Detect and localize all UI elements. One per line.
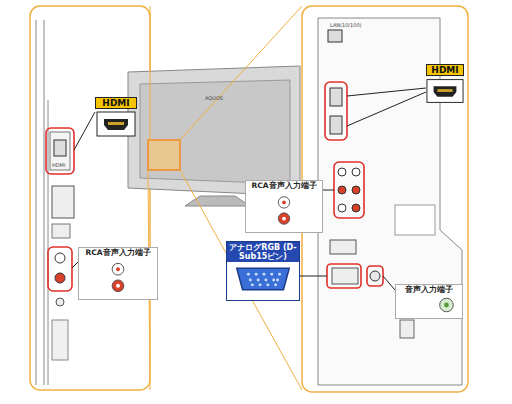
callout-box: RCA音声入力端子 xyxy=(78,247,158,300)
slot xyxy=(52,320,68,360)
panel-print: LAN(10/100) xyxy=(330,22,362,28)
callout-label: RCA音声入力端子 xyxy=(246,181,322,192)
leader-line xyxy=(72,112,95,268)
port-highlight xyxy=(325,82,347,140)
notice-plate xyxy=(395,205,435,235)
dsub-port xyxy=(332,268,358,284)
jack xyxy=(56,298,64,306)
right-panel-frame xyxy=(302,6,468,392)
callout-label: アナログRGB (D-Sub15ピン) xyxy=(227,242,299,262)
tv-back-panel xyxy=(140,80,290,184)
hdmi-port xyxy=(330,116,342,134)
terminal-area-highlight xyxy=(148,140,180,170)
callout-label: 音声入力端子 xyxy=(396,285,462,296)
audio-jack-icon xyxy=(396,296,462,314)
hdmi-port-housing xyxy=(50,132,70,170)
callout-label: HDMI xyxy=(95,97,137,109)
left-panel-frame xyxy=(30,6,150,390)
port-highlight xyxy=(327,264,361,288)
callout-box: 音声入力端子 xyxy=(395,284,463,319)
port-highlight xyxy=(367,266,383,286)
hdmi-icon xyxy=(426,78,464,104)
panel-print: HDMI xyxy=(52,162,65,168)
port-highlight xyxy=(46,128,74,174)
port xyxy=(400,320,414,338)
panel-print: AQUOS xyxy=(205,95,223,101)
lan-port xyxy=(328,30,342,42)
tv-back xyxy=(128,66,300,196)
tv-side-edge xyxy=(36,20,48,385)
port xyxy=(52,224,70,238)
callout-label: RCA音声入力端子 xyxy=(79,248,157,259)
rca-jack-red xyxy=(55,273,65,283)
dsub-port xyxy=(52,186,74,218)
connector-icon xyxy=(246,192,322,232)
rca-icon xyxy=(246,192,322,228)
connector-icon xyxy=(79,259,157,299)
callout-box: HDMI xyxy=(426,64,464,108)
callout-box: アナログRGB (D-Sub15ピン) xyxy=(226,241,300,301)
callout-label: HDMI xyxy=(426,64,464,76)
callout-box: HDMI xyxy=(95,97,137,141)
hdmi-port xyxy=(54,140,66,156)
connector-icon xyxy=(396,296,462,318)
port-highlight xyxy=(334,162,364,218)
connector-icon xyxy=(95,111,137,141)
dsub-port xyxy=(330,240,356,254)
rca-jack-group xyxy=(338,168,360,212)
port-highlight xyxy=(48,247,72,291)
hdmi-port xyxy=(330,88,342,106)
dsub-icon xyxy=(227,262,299,296)
hdmi-icon xyxy=(95,111,137,137)
audio-jack xyxy=(370,271,380,281)
rca-icon xyxy=(79,259,157,295)
connector-icon xyxy=(227,262,299,300)
rca-jack-white xyxy=(55,253,65,263)
connector-icon xyxy=(426,78,464,108)
callout-box: RCA音声入力端子 xyxy=(245,180,323,233)
